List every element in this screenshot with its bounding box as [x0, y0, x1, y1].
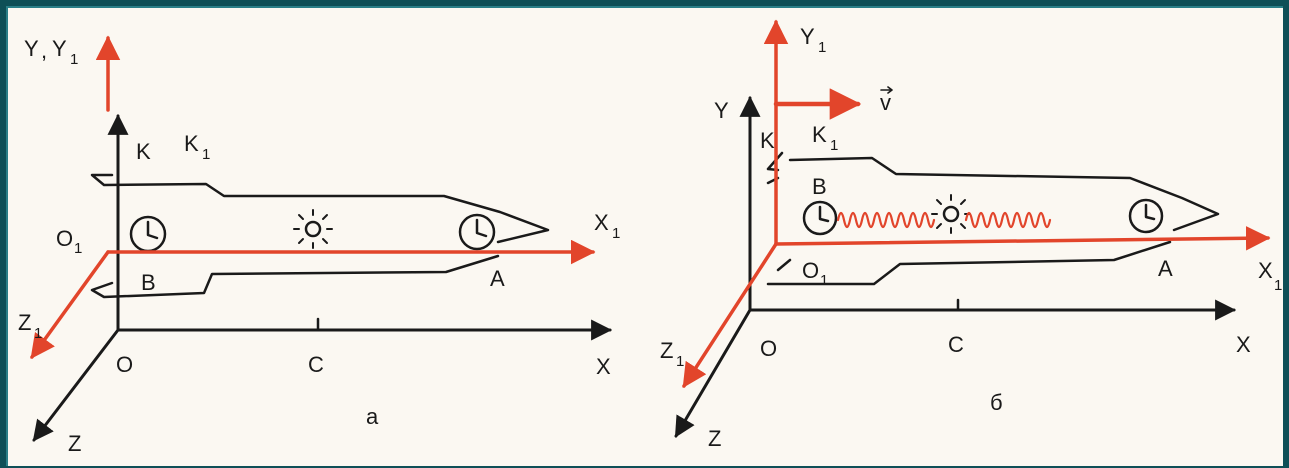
label-y1-b: Y — [800, 24, 815, 49]
light-wave-right-b — [964, 211, 1052, 229]
label-k-b: K — [760, 128, 775, 153]
clock-a-b — [1128, 198, 1164, 234]
clock-b-a — [129, 215, 167, 253]
light-source-b — [931, 194, 971, 234]
label-c-a: C — [308, 352, 324, 377]
label-o1-sub-b: 1 — [820, 272, 828, 289]
label-o1-sub-a: 1 — [74, 240, 82, 257]
label-y1-sub-a: 1 — [70, 51, 78, 68]
clock-a-a — [458, 213, 496, 251]
rocket-b — [766, 151, 1220, 286]
label-y1-sub-b: 1 — [818, 39, 826, 56]
z-axis-b — [674, 308, 752, 438]
label-y-b: Y — [714, 98, 729, 123]
label-o1-a: O — [56, 226, 73, 251]
label-x-a: X — [596, 354, 611, 379]
rocket-a — [90, 173, 550, 299]
label-b-a: B — [141, 270, 156, 295]
panel-b: Y 1 v Y K K 1 B O 1 A X 1 Z 1 O C X Z б — [660, 19, 1282, 451]
label-k1-a: K — [184, 131, 199, 156]
vector-arrow-icon — [880, 86, 893, 94]
label-k1-sub-b: 1 — [830, 137, 838, 154]
panel-a: Y , Y 1 K K 1 O 1 X 1 Z 1 B A O C X Z а — [18, 35, 620, 456]
label-k-a: K — [136, 139, 151, 164]
label-z-a: Z — [68, 431, 81, 456]
label-x-b: X — [1236, 332, 1251, 357]
label-x1-a: X — [594, 210, 609, 235]
label-x1-b: X — [1258, 258, 1273, 283]
label-z1-sub-a: 1 — [34, 325, 42, 342]
z1-axis-a — [30, 250, 110, 359]
figure-frame: Y , Y 1 K K 1 O 1 X 1 Z 1 B A O C X Z а — [6, 6, 1283, 466]
label-b-b: B — [812, 174, 827, 199]
label-x1-sub-a: 1 — [612, 225, 620, 242]
label-z1-a: Z — [18, 310, 31, 335]
caption-b: б — [990, 390, 1003, 415]
label-v-b: v — [880, 90, 891, 115]
caption-a: а — [366, 404, 379, 429]
label-y-a: Y — [24, 36, 39, 61]
z-axis-a — [32, 328, 120, 442]
label-z1-sub-b: 1 — [676, 353, 684, 370]
label-o-a: O — [116, 352, 133, 377]
label-y-sep-a: , — [41, 38, 47, 63]
label-o1-b: O — [802, 258, 819, 283]
label-c-b: C — [948, 332, 964, 357]
label-k1-b: K — [812, 122, 827, 147]
z1-axis-b — [682, 242, 778, 389]
clock-b-b — [802, 200, 838, 236]
label-o-b: O — [760, 336, 777, 361]
light-wave-left-b — [836, 211, 936, 229]
label-a-a: A — [490, 266, 505, 291]
label-k1-sub-a: 1 — [202, 146, 210, 163]
label-z-b: Z — [708, 426, 721, 451]
label-y1-a: Y — [52, 36, 67, 61]
label-x1-sub-b: 1 — [1274, 277, 1282, 294]
relativity-diagram: Y , Y 1 K K 1 O 1 X 1 Z 1 B A O C X Z а — [18, 19, 1282, 456]
label-a-b: A — [1158, 256, 1173, 281]
label-z1-b: Z — [660, 338, 673, 363]
light-source-a — [293, 209, 333, 249]
x1-axis-b — [774, 226, 1271, 251]
